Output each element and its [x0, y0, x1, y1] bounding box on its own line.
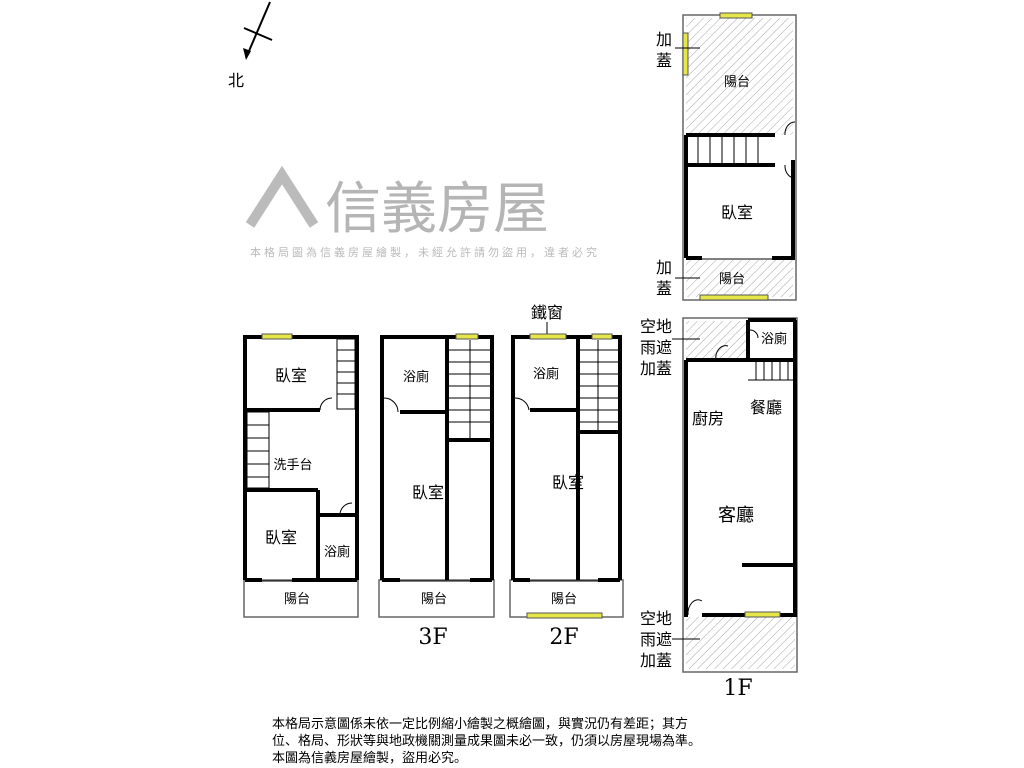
- roof-bottom-balcony-label: 陽台: [719, 272, 745, 287]
- roof-addition-label: 加: [656, 258, 672, 277]
- north-label: 北: [228, 71, 244, 90]
- 3f-bedroom-label: 臥室: [265, 528, 297, 547]
- iron-window: [529, 333, 567, 340]
- roof-bedroom-label: 臥室: [721, 203, 753, 222]
- roof-top-balcony-label: 陽台: [724, 75, 750, 90]
- 1f-bathroom-label: 浴廁: [761, 331, 787, 347]
- 2f-floor-label: 2F: [549, 625, 578, 650]
- window: [591, 333, 613, 340]
- disclaimer-line: 本圖為信義房屋繪製，盜用必究。: [272, 751, 468, 766]
- 1f-side-label: 雨遮: [640, 630, 672, 649]
- 2f-iron-window-label: 鐵窗: [531, 303, 563, 322]
- window: [455, 333, 479, 340]
- window: [526, 612, 603, 619]
- watermark-brand: 信義房屋: [325, 177, 549, 242]
- 1f-floor-plan: [672, 317, 798, 673]
- 3f-right-unit-plan: [378, 333, 495, 618]
- 3f-balcony-label: 陽台: [284, 592, 310, 607]
- roof-floor-plan: [675, 12, 797, 301]
- 1f-dining-label: 餐廳: [750, 398, 782, 417]
- 1f-side-label: 加蓋: [640, 651, 672, 670]
- window: [261, 333, 293, 340]
- 3f-wash-basin-label: 洗手台: [273, 458, 312, 473]
- 1f-side-label: 加蓋: [640, 359, 672, 378]
- roof-addition-label: 蓋: [656, 279, 672, 298]
- 1f-living-label: 客廳: [718, 505, 754, 526]
- 3f-bedroom-label: 臥室: [275, 366, 307, 385]
- watermark: 信義房屋 本格局圖為信義房屋繪製，未經允許請勿盜用，違者必究: [245, 165, 600, 259]
- watermark-notice: 本格局圖為信義房屋繪製，未經允許請勿盜用，違者必究: [250, 245, 600, 259]
- 3f-floor-label: 3F: [418, 625, 447, 650]
- 2f-balcony-label: 陽台: [551, 592, 577, 607]
- roof-addition-label: 蓋: [656, 51, 672, 70]
- window: [719, 12, 753, 19]
- disclaimer-line: 本格局示意圖係未依一定比例縮小繪製之概繪圖，與實況仍有差距；其方: [272, 717, 689, 732]
- 3f-bathroom-label: 浴廁: [403, 369, 429, 385]
- 1f-kitchen-label: 廚房: [692, 409, 724, 428]
- window: [699, 294, 769, 301]
- 1f-floor-label: 1F: [723, 676, 752, 701]
- disclaimer: 本格局示意圖係未依一定比例縮小繪製之概繪圖，與實況仍有差距；其方 位、格局、形狀…: [272, 716, 752, 767]
- 1f-side-label: 雨遮: [640, 338, 672, 357]
- window: [682, 32, 689, 76]
- 1f-side-label: 空地: [640, 317, 672, 336]
- 3f-bathroom-label: 浴廁: [324, 544, 350, 560]
- roof-addition-label: 加: [656, 30, 672, 49]
- disclaimer-line: 位、格局、形狀等與地政機關測量成果圖未必一致，仍須以房屋現場為準。: [272, 734, 702, 749]
- 2f-floor-plan: [509, 322, 624, 619]
- brand-logo-icon: [245, 165, 319, 228]
- 1f-side-label: 空地: [640, 609, 672, 628]
- 2f-bathroom-label: 浴廁: [533, 366, 559, 382]
- window: [744, 611, 781, 618]
- 3f-left-unit-plan: [243, 333, 359, 618]
- north-arrow-icon: [243, 1, 273, 60]
- 3f-balcony-label: 陽台: [421, 592, 447, 607]
- 3f-bedroom-label: 臥室: [412, 483, 444, 502]
- 2f-bedroom-label: 臥室: [552, 473, 584, 492]
